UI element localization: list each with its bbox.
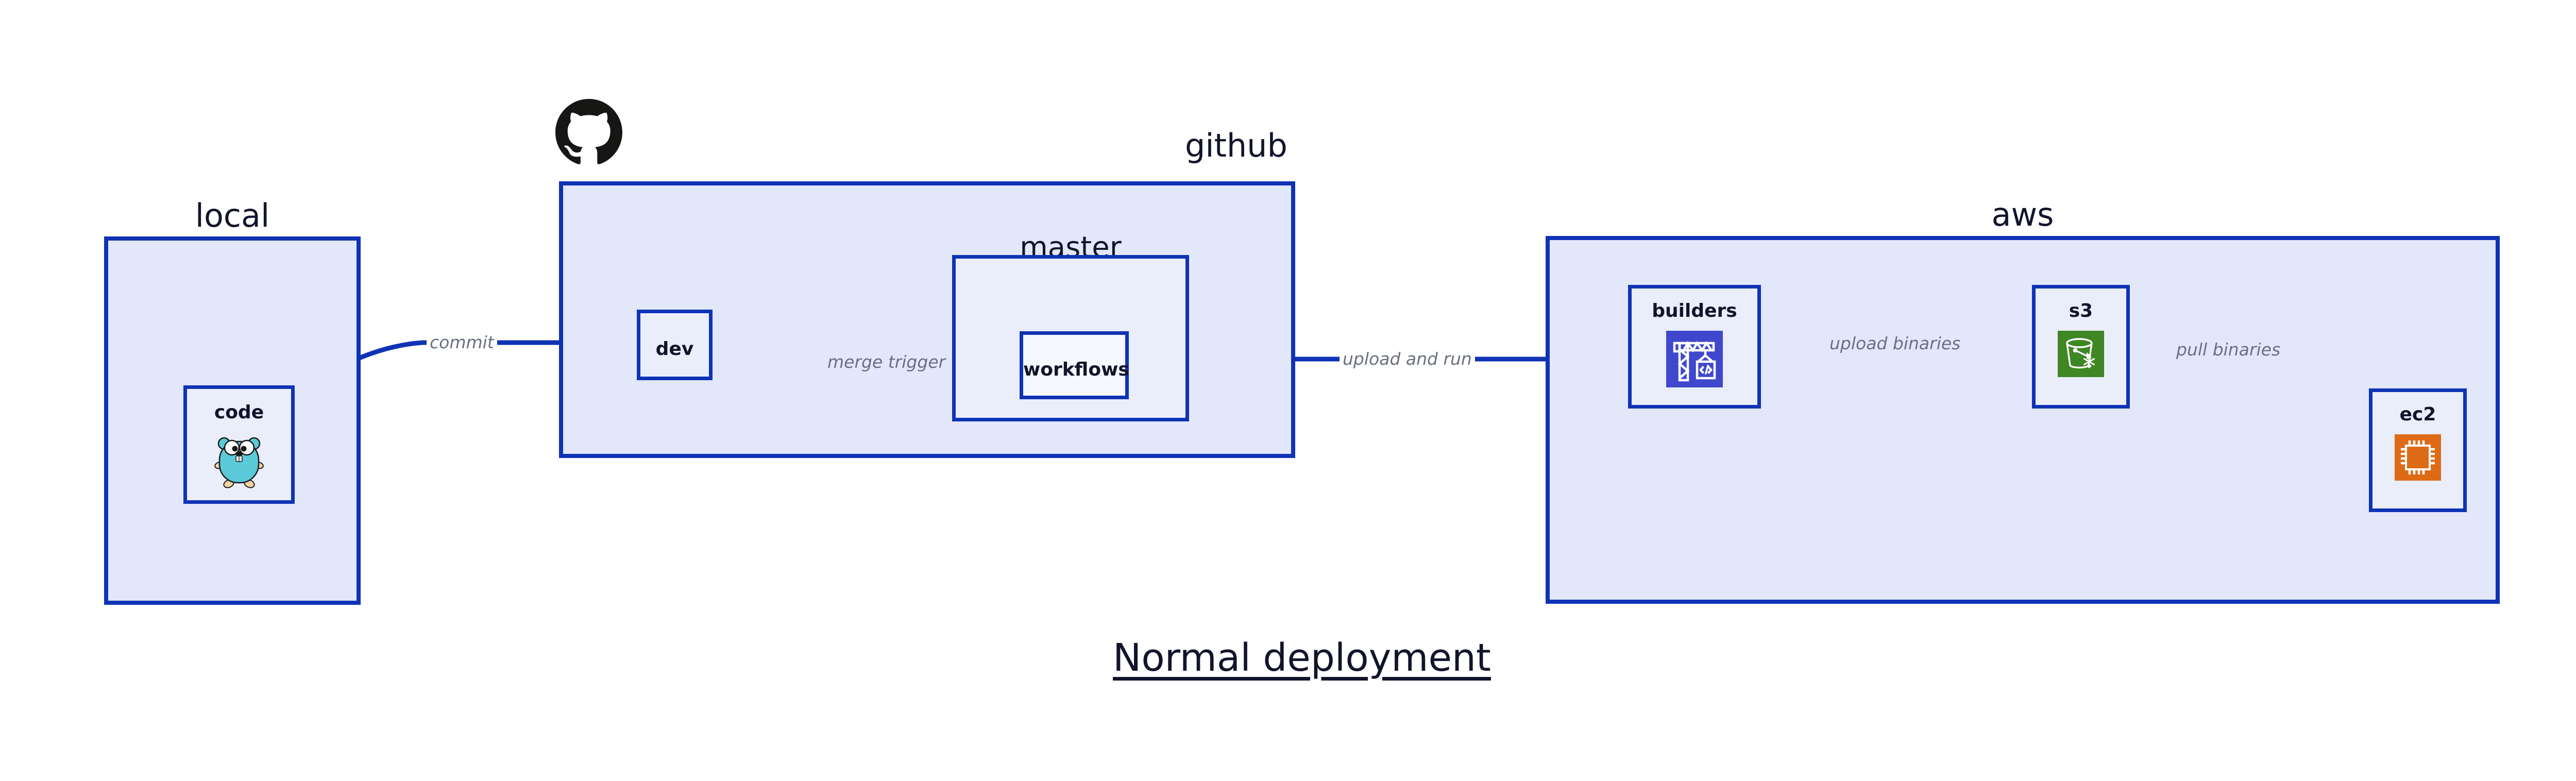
node-label-dev: dev xyxy=(655,338,694,360)
group-github: dev master workflows xyxy=(559,181,1295,458)
aws-codebuild-icon xyxy=(1666,331,1723,387)
node-code[interactable]: code xyxy=(183,385,295,504)
edge-label-upload-and-run: upload and run xyxy=(1340,350,1475,367)
aws-ec2-chip-icon xyxy=(2395,434,2441,481)
aws-s3-glacier-icon xyxy=(2058,331,2104,377)
node-s3[interactable]: s3 xyxy=(2032,285,2130,409)
node-label-ec2: ec2 xyxy=(2399,404,2436,425)
group-label-local: local xyxy=(195,197,270,234)
edge-label-upload-binaries: upload binaries xyxy=(1826,335,1964,352)
node-builders[interactable]: builders xyxy=(1628,285,1761,409)
group-local: code xyxy=(104,236,361,605)
go-gopher-icon xyxy=(212,432,266,490)
diagram-title: Normal deployment xyxy=(1113,636,1491,680)
node-dev[interactable]: dev xyxy=(637,310,713,380)
github-octocat-icon xyxy=(555,99,622,166)
node-label-workflows: workflows xyxy=(1023,359,1129,380)
group-label-github: github xyxy=(1185,127,1287,164)
edge-label-merge-trigger: merge trigger xyxy=(824,353,949,370)
node-label-builders: builders xyxy=(1652,300,1737,321)
subgroup-master: workflows xyxy=(952,255,1189,421)
node-workflows[interactable]: workflows xyxy=(1020,331,1129,399)
group-aws: builders xyxy=(1546,236,2500,604)
edge-label-pull-binaries: pull binaries xyxy=(2173,341,2284,358)
edge-label-commit: commit xyxy=(427,334,497,351)
node-label-code: code xyxy=(214,402,264,423)
node-ec2[interactable]: ec2 xyxy=(2369,388,2467,512)
group-label-aws: aws xyxy=(1991,196,2054,233)
node-label-s3: s3 xyxy=(2069,300,2093,321)
